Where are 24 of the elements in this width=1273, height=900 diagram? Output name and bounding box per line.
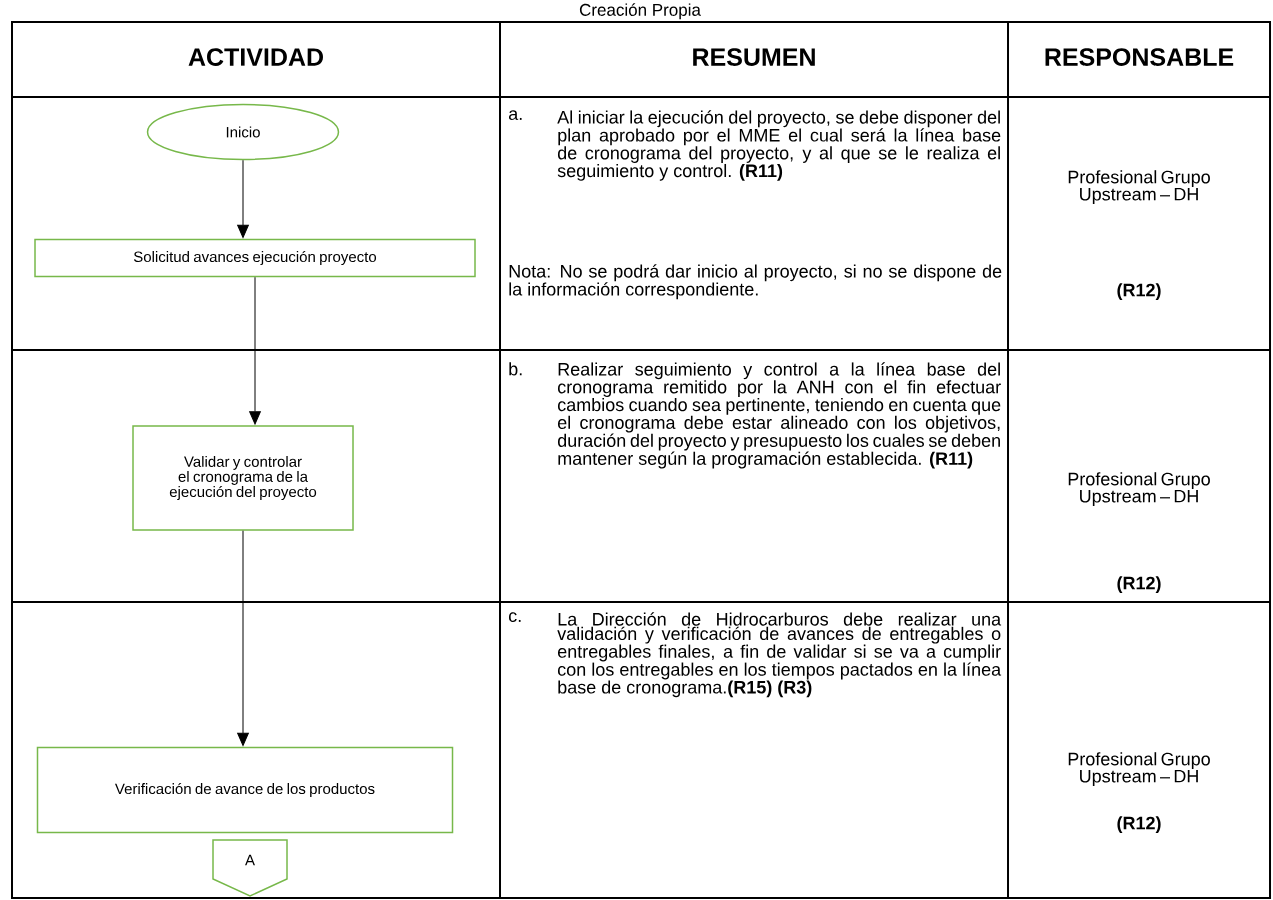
cell-text: Realizar seguimiento y control a la línea base del cronograma remitido por la ANH con el fin efectuar cambios cuando sea pertinente, teniendo en cuenta que el cronograma debe estar alineado con los objetivos, duración del proyecto y presupuesto los cuales se deben mantener según la programación establecida. (R11) [557,362,1001,469]
list-marker: c. [509,612,521,623]
title: Creación Propia [579,3,701,20]
cell-text: Profesional Grupo Upstream – DH [1068,752,1210,787]
cell-text: (R12) [1117,576,1161,593]
cell-text: (R12) [1117,283,1161,300]
arrow [237,159,249,238]
process-box: Solicitud avances ejecución proyecto [34,238,476,278]
arrow [237,530,249,746]
table-header: ACTIVIDAD [188,48,323,66]
list-marker: a. [509,110,522,121]
list-marker: b. [509,362,522,376]
cell-text: La Dirección de Hidrocarburos debe realizar una validación y verificación de avances de entregables o entregables finales, a fin de validar si se va a cumplir con los entregables en los tiempos pactados en la línea base de cronograma.(R15) (R3) [557,612,1002,698]
process-box: Validar y controlar el cronograma de la ejecución del proyecto [132,425,354,531]
cell-text: Al iniciar la ejecución del proyecto, se debe disponer del plan aprobado por el MME el cual será la línea base de cronograma del proyecto, y al que se le realiza el seguimiento y control. (R11) [557,110,1001,181]
cell-text: Nota: No se podrá dar inicio al proyecto, si no se dispone de la información correspondiente. [509,264,1002,300]
cell-text: Profesional Grupo Upstream – DH [1068,472,1210,507]
cell-text: Profesional Grupo Upstream – DH [1068,170,1210,205]
arrow [249,276,261,425]
table-header: RESUMEN [693,48,815,66]
cell-text: (R12) [1117,816,1161,833]
table-header: RESPONSABLE [1045,48,1234,66]
offpage-connector: A [212,839,288,897]
process-box: Verificación de avance de los productos [36,746,454,834]
